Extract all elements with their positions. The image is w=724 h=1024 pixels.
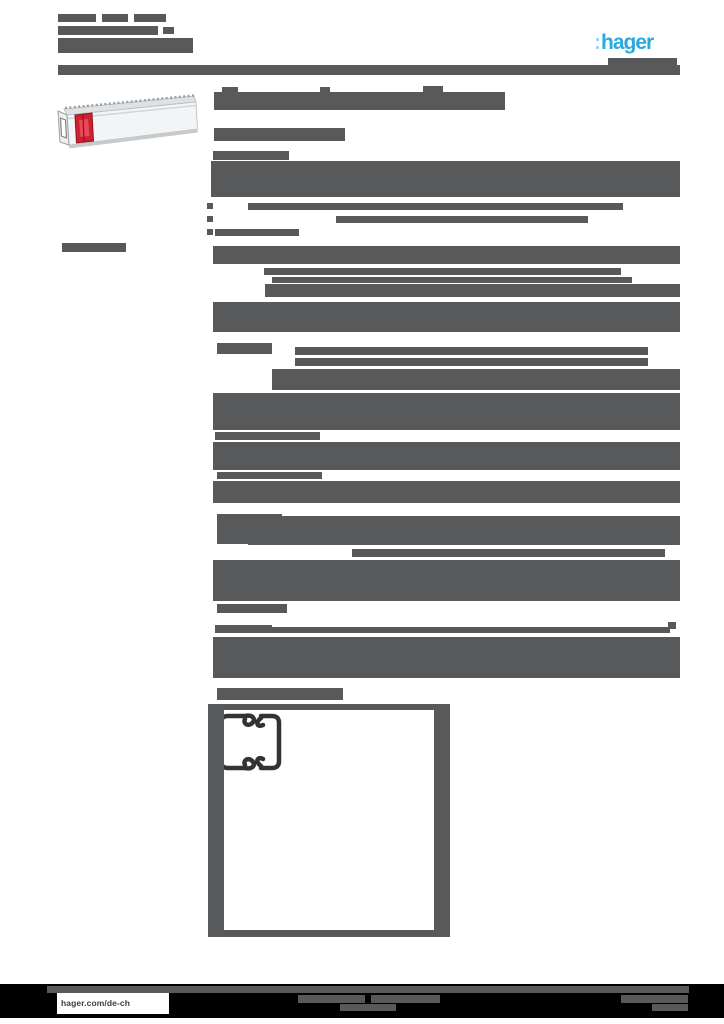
redacted-text-block [213, 246, 680, 264]
redacted-text-block [217, 472, 322, 479]
redacted-text-block [62, 243, 126, 252]
redacted-text-block [608, 58, 677, 65]
trunking-photo-graphic [57, 94, 198, 149]
redacted-text-block [207, 203, 213, 209]
redacted-text-block [215, 432, 320, 440]
redacted-text-block [217, 604, 287, 613]
redacted-text-block [214, 92, 505, 110]
technical-drawing-box [208, 704, 450, 937]
redacted-text-block [58, 38, 193, 53]
redacted-text-block [58, 26, 158, 35]
redacted-text-block [207, 229, 213, 235]
redacted-text-block [213, 560, 680, 601]
product-photo [56, 93, 204, 155]
website-link[interactable]: hager.com/de-ch [57, 993, 169, 1014]
redacted-text-block [134, 14, 166, 22]
redacted-text-block [265, 284, 680, 297]
redacted-text-block [102, 14, 128, 22]
redacted-text-block [213, 637, 680, 678]
redacted-text-block [217, 343, 272, 354]
redacted-text-block [213, 302, 680, 332]
redacted-text-block [163, 27, 174, 34]
redacted-text-block [423, 86, 443, 93]
redacted-text-block [272, 369, 680, 390]
redacted-text-block [213, 393, 680, 430]
redacted-text-block [336, 216, 588, 223]
redacted-text-block [211, 161, 680, 197]
redacted-text-block [248, 516, 680, 545]
redacted-text-block [214, 128, 345, 141]
redacted-text-block [668, 622, 676, 629]
redacted-text-block [213, 442, 680, 470]
redacted-text-block [434, 704, 450, 937]
redacted-text-block [272, 627, 670, 633]
redacted-text-block [58, 14, 96, 22]
redacted-text-block [652, 1004, 688, 1011]
profile-cross-section-drawing [218, 713, 282, 799]
hager-logo: :hager [594, 30, 680, 56]
logo-wordmark: hager [601, 31, 654, 54]
redacted-text-block [264, 268, 621, 275]
redacted-text-block [621, 995, 688, 1003]
redacted-text-block [207, 216, 213, 222]
redacted-text-block [47, 986, 689, 993]
redacted-text-block [371, 995, 440, 1003]
redacted-text-block [215, 625, 272, 633]
redacted-text-block [295, 358, 648, 366]
redacted-text-block [215, 229, 299, 236]
redacted-text-block [340, 1004, 396, 1011]
redacted-text-block [298, 995, 365, 1003]
redacted-text-block [248, 203, 623, 210]
redacted-text-block [213, 151, 289, 160]
redacted-text-block [320, 87, 330, 93]
redacted-text-block [222, 87, 238, 93]
redacted-text-block [58, 65, 680, 75]
redacted-text-block [295, 347, 648, 355]
redacted-text-block [213, 481, 680, 503]
logo-colon: : [594, 31, 601, 54]
redacted-text-block [217, 688, 343, 700]
redacted-text-block [208, 930, 450, 937]
redacted-text-block [272, 277, 632, 283]
redacted-text-block [352, 549, 665, 557]
redacted-text-block [208, 704, 224, 937]
redacted-text-block [208, 704, 450, 710]
